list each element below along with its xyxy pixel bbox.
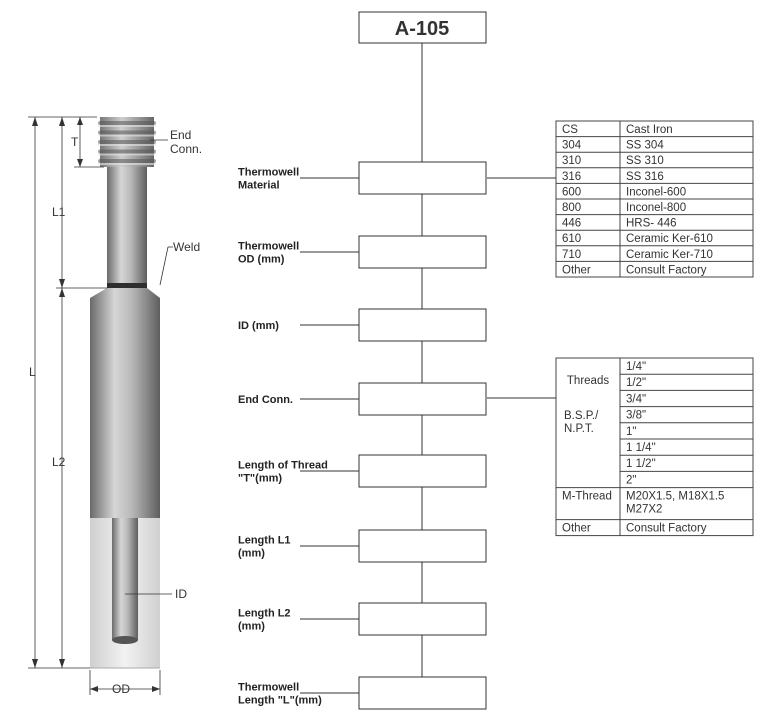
material-row: CS Cast Iron [562, 124, 673, 136]
field-label: Length L1(mm) [238, 535, 291, 560]
material-table: CS Cast Iron 304 SS 304 310 SS 310 316 SS 316 60… [555, 120, 754, 278]
upper-tube [107, 167, 147, 285]
material-name: HRS- 446 [626, 218, 677, 230]
material-code: 800 [562, 202, 581, 214]
material-name: Ceramic Ker-610 [626, 233, 713, 245]
material-code: Other [562, 264, 591, 276]
field-label: ID (mm) [238, 320, 279, 332]
field-5: Length of Thread"T"(mm) [238, 454, 487, 488]
field-input-box[interactable] [358, 235, 487, 269]
material-row: 800 Inconel-800 [562, 202, 686, 214]
title: A-105 [395, 18, 449, 40]
material-name: Inconel-800 [626, 202, 686, 214]
thread-size: 1/4" [626, 361, 646, 373]
material-row: 310 SS 310 [562, 155, 664, 167]
material-code: 310 [562, 155, 581, 167]
field-input-box[interactable] [358, 529, 487, 563]
main-body [90, 298, 160, 518]
dimension-arrows [32, 117, 160, 692]
material-name: Inconel-600 [626, 186, 686, 198]
field-input-box[interactable] [358, 382, 487, 416]
material-row: Other Consult Factory [562, 264, 707, 276]
field-label: Length of Thread"T"(mm) [238, 460, 328, 485]
material-row: 446 HRS- 446 [562, 218, 677, 230]
thread-size: 3/8" [626, 410, 646, 422]
mthread-label: M-Thread [562, 491, 612, 503]
thread-size: 1" [626, 426, 636, 438]
field-input-box[interactable] [358, 676, 487, 710]
material-name: SS 304 [626, 140, 664, 152]
inner-bore [112, 518, 138, 640]
field-label: End Conn. [238, 394, 293, 406]
weld-band [107, 283, 147, 288]
material-code: 304 [562, 140, 582, 152]
material-row: 610 Ceramic Ker-610 [562, 233, 713, 245]
other-value: Consult Factory [626, 523, 707, 535]
l2-label: L2 [52, 455, 66, 469]
other-label: Other [562, 523, 591, 535]
material-name: SS 316 [626, 171, 664, 183]
material-code: CS [562, 124, 578, 136]
material-name: Consult Factory [626, 264, 707, 276]
transition-cone [90, 288, 160, 298]
field-3: ID (mm) [238, 308, 487, 342]
weld-label: Weld [173, 240, 200, 254]
field-label: Length L2(mm) [238, 608, 291, 633]
dimension-lines [28, 116, 173, 695]
material-code: 710 [562, 249, 581, 261]
field-input-box[interactable] [358, 602, 487, 636]
field-7: Length L2(mm) [238, 602, 487, 636]
material-row: 304 SS 304 [562, 140, 664, 152]
threads-label: Threads [567, 375, 609, 387]
id-label: ID [175, 587, 187, 601]
field-input-box[interactable] [358, 454, 487, 488]
material-row: 600 Inconel-600 [562, 186, 686, 198]
thread-size: 2" [626, 474, 636, 486]
field-6: Length L1(mm) [238, 529, 487, 563]
material-code: 610 [562, 233, 581, 245]
material-name: Ceramic Ker-710 [626, 249, 713, 261]
thermowell-drawing [90, 117, 160, 669]
t-label: T [71, 135, 79, 149]
thread-ridges [98, 121, 156, 165]
field-input-box[interactable] [358, 308, 487, 342]
l-label: L [29, 365, 36, 379]
material-code: 446 [562, 218, 581, 230]
od-label: OD [112, 682, 130, 696]
field-4: End Conn. [238, 382, 487, 416]
thread-size: 3/4" [626, 393, 646, 405]
material-code: 600 [562, 186, 581, 198]
thread-size: 1 1/4" [626, 442, 656, 454]
thread-size: 1/2" [626, 377, 646, 389]
bsp-npt-label: B.S.P./N.P.T. [564, 410, 599, 435]
material-name: Cast Iron [626, 124, 673, 136]
endconn-table: 1/4" 1/2" 3/4" 3/8" 1" 1 1/4" 1 1/2" 2" ThreadsB… [555, 357, 754, 537]
material-row: 710 Ceramic Ker-710 [562, 249, 713, 261]
material-name: SS 310 [626, 155, 664, 167]
material-code: 316 [562, 171, 581, 183]
field-input-box[interactable] [358, 161, 487, 195]
material-row: 316 SS 316 [562, 171, 664, 183]
bore-end [112, 636, 138, 644]
l1-label: L1 [52, 205, 66, 219]
thread-size: 1 1/2" [626, 458, 656, 470]
